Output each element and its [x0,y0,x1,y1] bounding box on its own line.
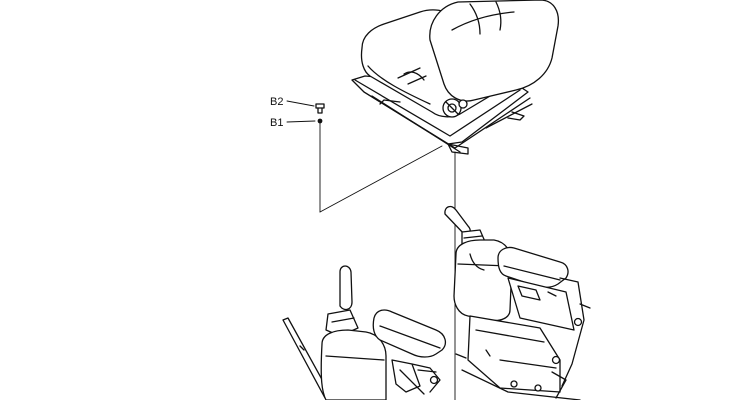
seat-assembly[interactable] [351,0,560,155]
left-joystick[interactable] [325,265,359,337]
seat-adjust-knob[interactable] [442,98,468,118]
callout-b1-label: B1 [270,117,283,129]
callout-b2-label: B2 [270,96,283,108]
washer-b1[interactable] [317,118,323,124]
seat-backrest [429,0,560,102]
right-control-console[interactable] [444,205,591,400]
bolt-b2[interactable] [315,103,325,114]
left-control-console[interactable] [282,265,467,400]
